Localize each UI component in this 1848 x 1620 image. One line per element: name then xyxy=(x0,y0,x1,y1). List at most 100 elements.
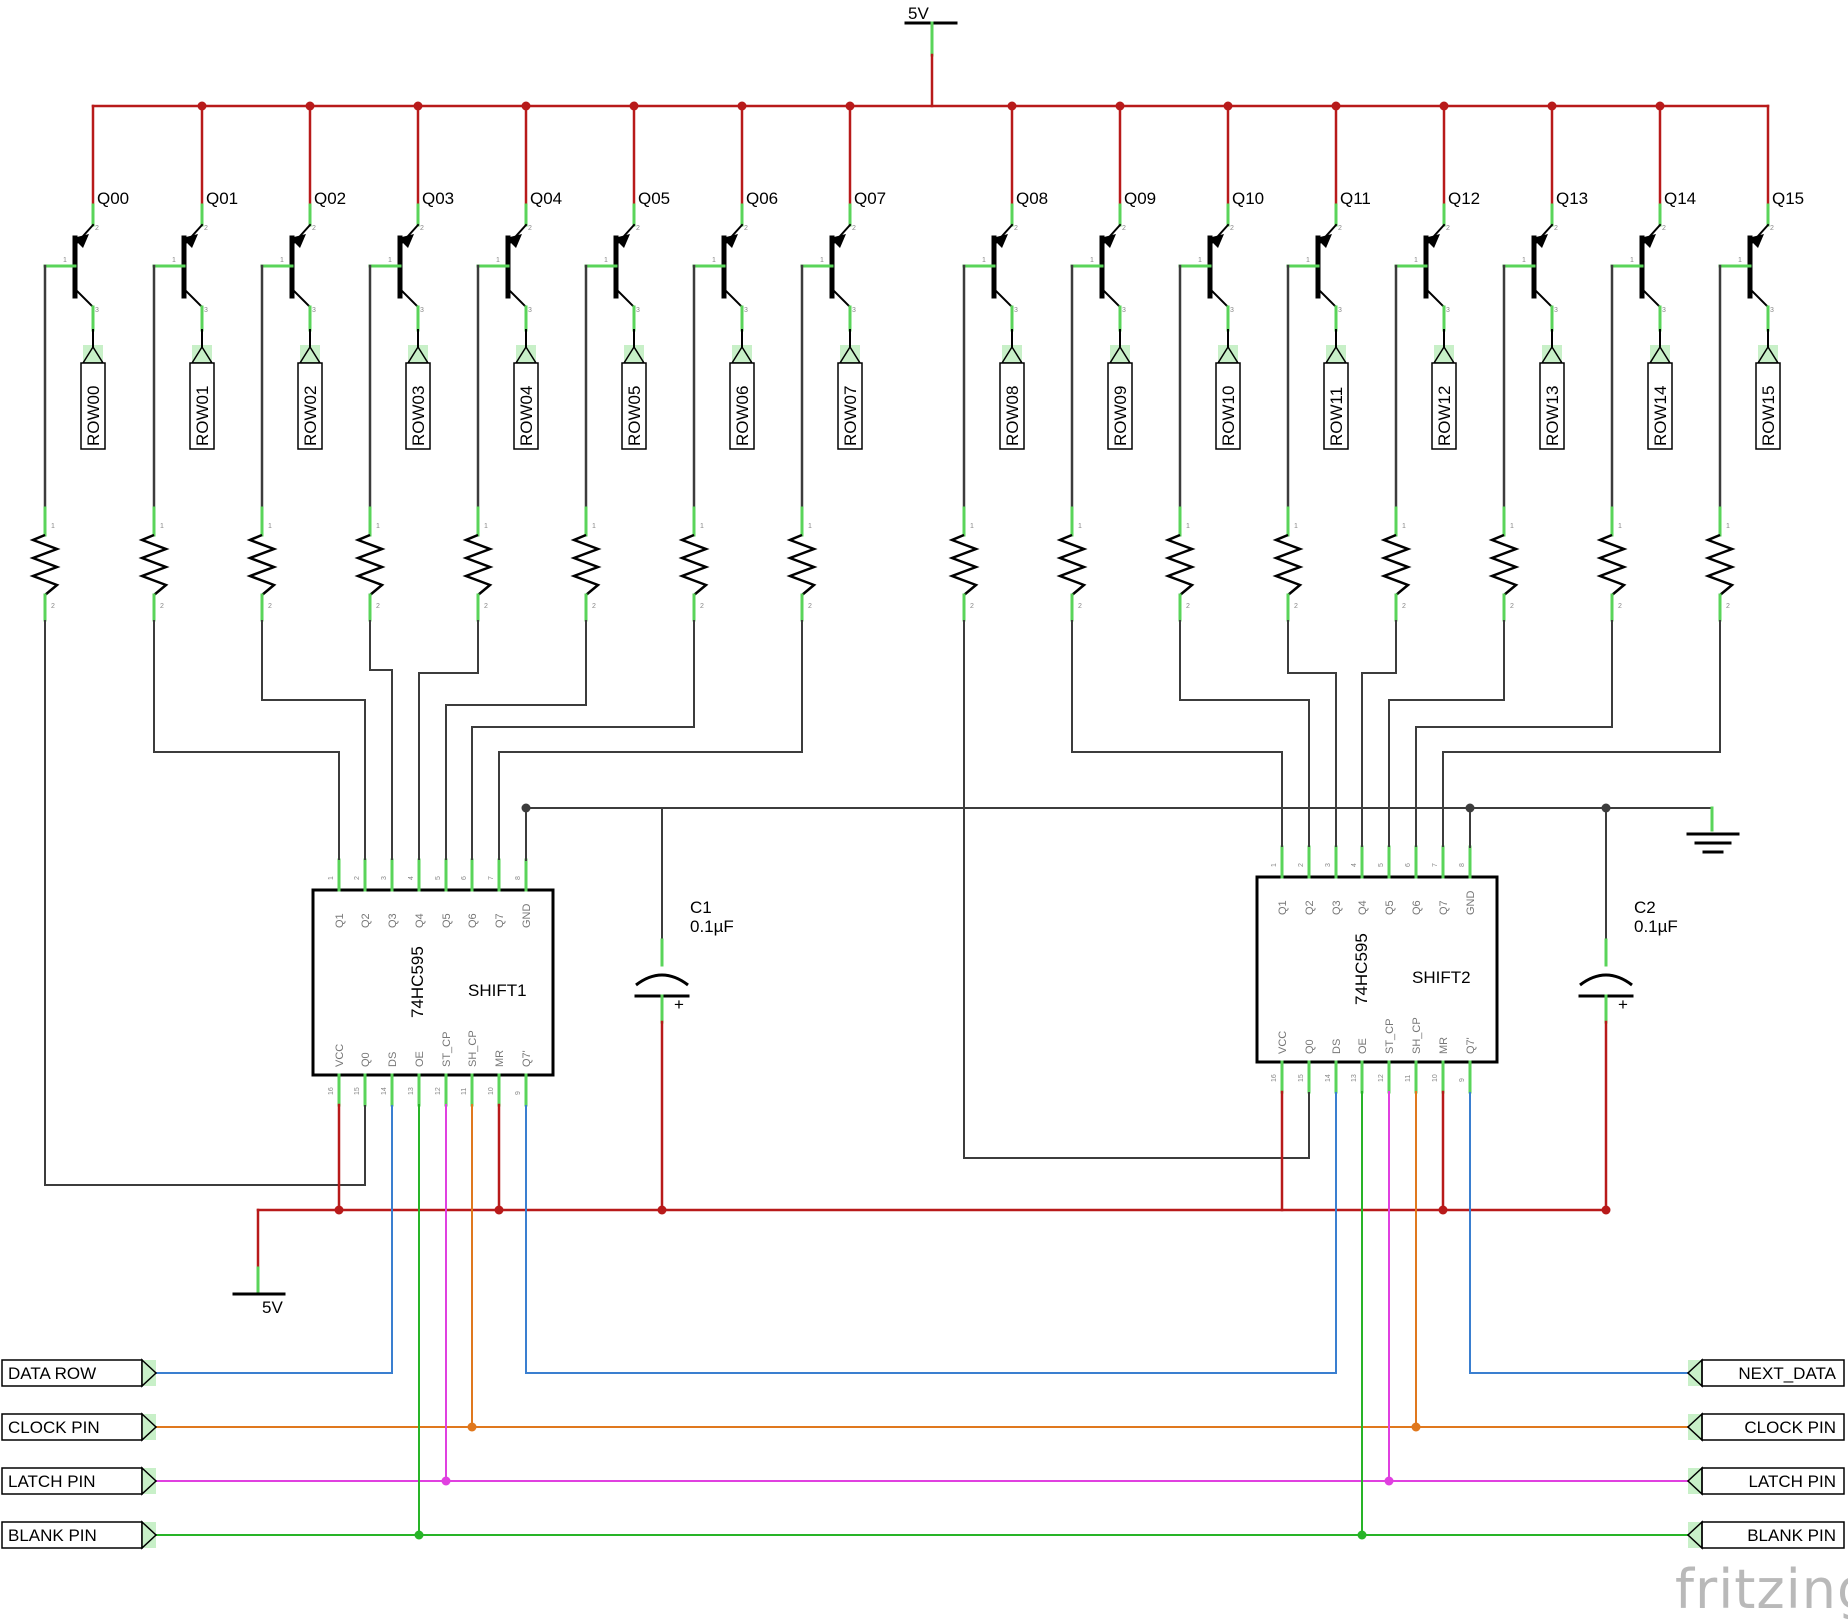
port-label: LATCH PIN xyxy=(1748,1472,1836,1491)
pin-number: 1 xyxy=(970,523,974,530)
net-label-row: ROW09 xyxy=(1107,329,1133,450)
pin-number: 2 xyxy=(1726,603,1730,610)
emitter-arrow xyxy=(830,234,846,248)
ic-pin-label: VCC xyxy=(1277,1031,1289,1054)
row-label: ROW06 xyxy=(733,386,752,446)
net-label-pin xyxy=(300,345,320,363)
port-left-latch-pin: LATCH PIN xyxy=(1,1466,158,1496)
ic-pin-number: 11 xyxy=(1405,1075,1412,1082)
ic-pin-label: Q0 xyxy=(360,1052,372,1067)
port-right-next-data: NEXT_DATA xyxy=(1686,1358,1845,1388)
rail-junction xyxy=(1439,101,1449,111)
pin-number: 2 xyxy=(160,603,164,610)
fritzing-logo: fritzing xyxy=(1675,1558,1848,1620)
clock-junction xyxy=(467,1422,477,1432)
net-label-row: ROW04 xyxy=(513,329,539,450)
ic-pin-number: 9 xyxy=(1459,1078,1466,1082)
rail-junction xyxy=(629,101,639,111)
latch-junction xyxy=(441,1476,451,1486)
port-label: DATA ROW xyxy=(8,1364,96,1383)
net-label-row: ROW11 xyxy=(1323,329,1349,450)
net-label-pin xyxy=(83,345,103,363)
junction-dot xyxy=(334,1205,344,1215)
rail-junction xyxy=(413,101,423,111)
net-label-pin xyxy=(516,345,536,363)
resistor: 12 xyxy=(1056,264,1088,622)
resistor-body xyxy=(1272,533,1304,596)
pin-number: 2 xyxy=(744,225,748,232)
net-label-box xyxy=(405,362,431,450)
emitter-lead xyxy=(1100,287,1122,309)
cap-name: C1 xyxy=(690,898,712,917)
ic-body xyxy=(311,888,555,1077)
pin-number: 1 xyxy=(496,257,500,264)
ic-pin-number: 16 xyxy=(1271,1074,1278,1082)
route-q01 xyxy=(153,620,340,860)
power-symbol-top: 5V xyxy=(904,4,958,108)
capacitor-c2: +C20.1µF xyxy=(1578,807,1678,1212)
transistor-label: Q01 xyxy=(206,189,238,208)
resistor-body xyxy=(138,533,170,596)
pin-number: 2 xyxy=(528,225,532,232)
latch-junction xyxy=(1384,1476,1394,1486)
ic-pin-label: SH_CP xyxy=(467,1030,479,1067)
net-label-pin xyxy=(408,345,428,363)
pin-number: 1 xyxy=(1078,523,1082,530)
net-label-pin xyxy=(840,345,860,363)
net-label-pin xyxy=(624,345,644,363)
transistor-label: Q11 xyxy=(1340,189,1371,208)
emitter-arrow xyxy=(1532,234,1548,248)
ic-pin-label: GND xyxy=(1465,891,1477,916)
pin-number: 3 xyxy=(1338,307,1342,314)
net-label-box xyxy=(1107,362,1133,450)
port-label: LATCH PIN xyxy=(8,1472,96,1491)
resistor: 12 xyxy=(948,264,980,622)
net-label-pin xyxy=(1542,345,1562,363)
pin-number: 2 xyxy=(852,225,856,232)
pin-number: 2 xyxy=(808,603,812,610)
ic-pin-label: GND xyxy=(521,904,533,929)
ic-pin-number: 12 xyxy=(435,1087,442,1095)
ic-pin-label: Q4 xyxy=(1357,900,1369,915)
net-label-row: ROW06 xyxy=(729,329,755,450)
ic-pin-label: MR xyxy=(1438,1037,1450,1054)
net-label-box xyxy=(1215,362,1241,450)
pin-number: 2 xyxy=(1618,603,1622,610)
transistor-label: Q10 xyxy=(1232,189,1264,208)
ic-body xyxy=(1255,875,1499,1064)
emitter-lead xyxy=(614,287,636,309)
pin-number: 1 xyxy=(172,257,176,264)
ic-pin-number: 6 xyxy=(1405,863,1412,867)
emitter-arrow xyxy=(1424,234,1440,248)
resistor: 12 xyxy=(462,264,494,622)
resistor-body xyxy=(678,533,710,596)
ic-pin-number: 4 xyxy=(1351,863,1358,867)
pin-number: 1 xyxy=(1510,523,1514,530)
pin-number: 2 xyxy=(376,603,380,610)
route-q03 xyxy=(369,620,393,860)
ic-pin-label: DS xyxy=(387,1052,399,1067)
net-label-box xyxy=(80,362,106,450)
pin-number: 2 xyxy=(1338,225,1342,232)
row-label: ROW00 xyxy=(84,386,103,446)
resistor: 12 xyxy=(1488,264,1520,622)
ground-junction xyxy=(1465,803,1475,813)
port-pin xyxy=(1688,1468,1702,1494)
net-label-pin xyxy=(192,345,212,363)
pin-number: 1 xyxy=(1414,257,1418,264)
transistor-label: Q08 xyxy=(1016,189,1048,208)
emitter-arrow xyxy=(1208,234,1224,248)
port-arrow xyxy=(141,1520,158,1550)
resistor: 12 xyxy=(1272,264,1304,622)
pin-number: 2 xyxy=(592,603,596,610)
emitter-lead xyxy=(290,287,312,309)
net-label-box xyxy=(729,362,755,450)
transistor-label: Q12 xyxy=(1448,189,1480,208)
